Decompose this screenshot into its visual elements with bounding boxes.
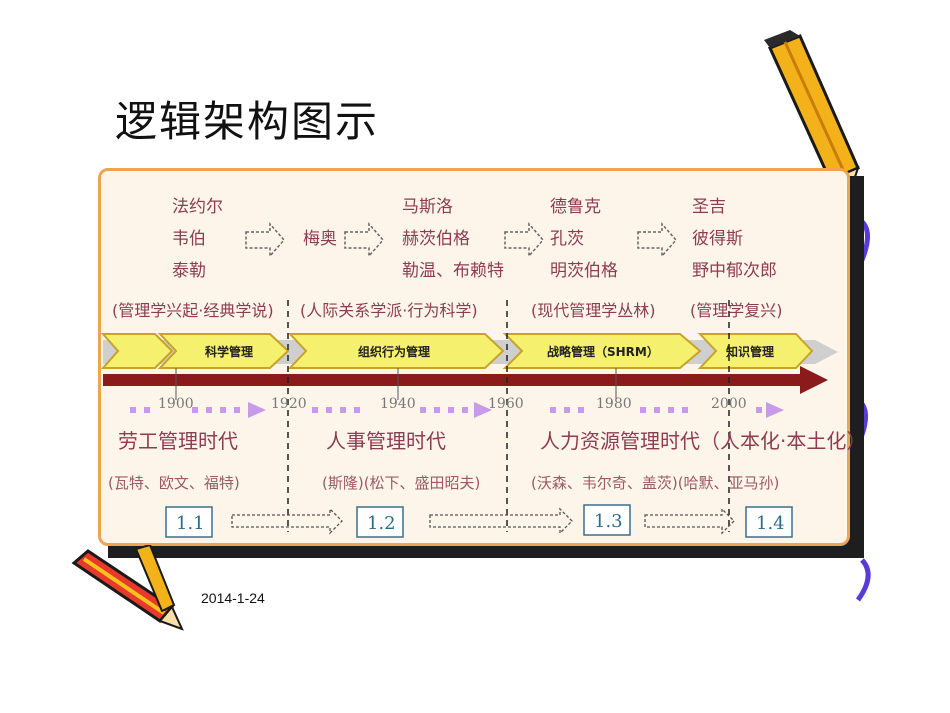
dotted-arrow-icon bbox=[130, 402, 784, 418]
stage-box-2 bbox=[356, 506, 404, 538]
name-nonaka: 野中郁次郎 bbox=[692, 261, 777, 281]
pencil-icon bbox=[764, 30, 860, 188]
year-2000: 2000 bbox=[711, 396, 747, 412]
stage-label-1: 1.1 bbox=[176, 513, 205, 534]
name-fayol: 法约尔 bbox=[172, 197, 223, 217]
name-drucker: 德鲁克 bbox=[550, 197, 601, 217]
name-herzberg: 赫茨伯格 bbox=[402, 229, 470, 249]
name-koontz: 孔茨 bbox=[550, 229, 584, 249]
stage-box-3 bbox=[583, 504, 631, 536]
timeline-axis-arrow bbox=[103, 366, 828, 394]
name-maslow: 马斯洛 bbox=[402, 197, 453, 217]
name-weber: 韦伯 bbox=[172, 229, 206, 249]
stage-box-1 bbox=[165, 506, 213, 538]
school-modern-jungle: (现代管理学丛林) bbox=[531, 301, 656, 320]
reps-personnel: (斯隆)(松下、盛田昭夫) bbox=[322, 474, 480, 492]
slide-date: 2014-1-24 bbox=[201, 590, 265, 606]
stage-arrow-icon bbox=[231, 507, 735, 535]
era-personnel: 人事管理时代 bbox=[326, 429, 446, 453]
name-taylor: 泰勒 bbox=[172, 261, 206, 281]
year-1940: 1940 bbox=[380, 396, 416, 412]
pencil-icon bbox=[71, 545, 184, 631]
band-scientific bbox=[157, 333, 290, 369]
band-organizational bbox=[287, 333, 505, 369]
era-hrm: 人力资源管理时代（人本化·本土化） bbox=[540, 429, 866, 453]
school-classical: (管理学兴起·经典学说) bbox=[112, 301, 274, 320]
name-peters: 彼得斯 bbox=[692, 229, 743, 249]
page-title: 逻辑架构图示 bbox=[115, 97, 380, 146]
year-1980: 1980 bbox=[596, 396, 632, 412]
name-mayo: 梅奥 bbox=[303, 229, 337, 249]
school-behavioral: (人际关系学派·行为科学) bbox=[300, 301, 478, 320]
band-label-organizational: 组织行为管理 bbox=[358, 344, 430, 359]
band-strategic bbox=[502, 333, 702, 369]
name-senge: 圣吉 bbox=[692, 197, 726, 217]
band-label-scientific: 科学管理 bbox=[205, 344, 253, 359]
band-label-strategic: 战略管理（SHRM） bbox=[547, 344, 659, 359]
year-1920: 1920 bbox=[271, 396, 307, 412]
flow-arrow-icon bbox=[245, 222, 677, 258]
stage-label-2: 1.2 bbox=[367, 513, 396, 534]
reps-hrm: (沃森、韦尔奇、盖茨)(哈默、亚马孙) bbox=[531, 474, 779, 492]
era-labor: 劳工管理时代 bbox=[118, 429, 238, 453]
stage-label-3: 1.3 bbox=[594, 511, 623, 532]
stage-box-4 bbox=[745, 506, 793, 538]
reps-labor: (瓦特、欧文、福特) bbox=[108, 474, 240, 492]
band-label-knowledge: 知识管理 bbox=[725, 344, 774, 359]
year-1960: 1960 bbox=[488, 396, 524, 412]
band-chevron-start bbox=[100, 333, 174, 369]
school-revival: (管理学复兴) bbox=[690, 301, 783, 320]
name-mintzberg: 明茨伯格 bbox=[550, 261, 618, 281]
name-lewin: 勒温、布赖特 bbox=[402, 261, 504, 281]
band-knowledge bbox=[697, 333, 814, 369]
stage-label-4: 1.4 bbox=[756, 513, 785, 534]
year-1900: 1900 bbox=[158, 396, 194, 412]
